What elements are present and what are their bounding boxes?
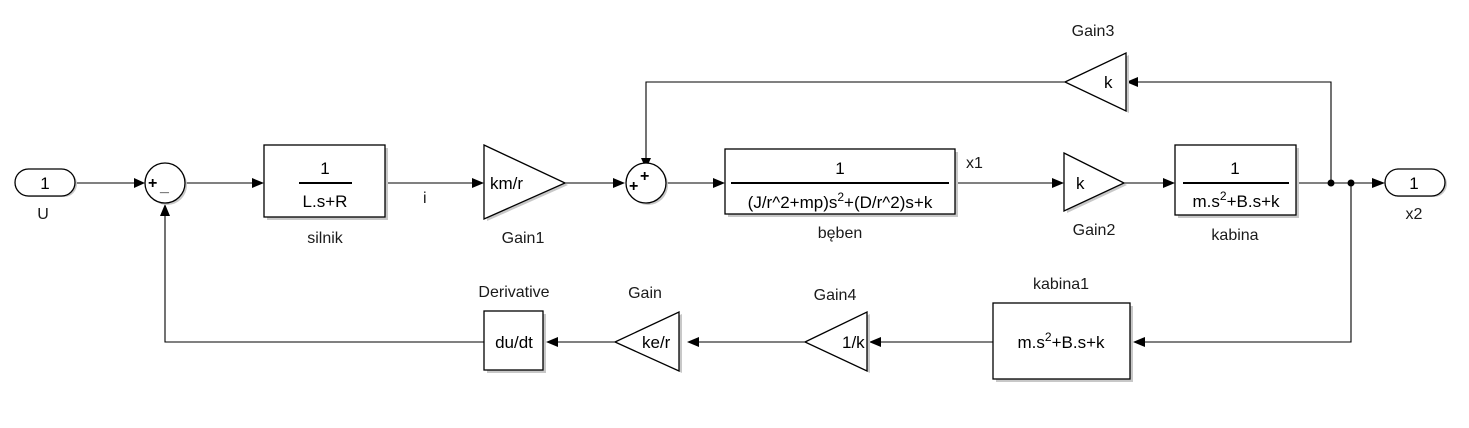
gain-block-gain[interactable]: ke/r Gain (613, 285, 682, 373)
kabina1-label: kabina1 (1033, 276, 1089, 293)
transfer-fcn-silnik[interactable]: 1 L.s+R silnik (263, 144, 388, 247)
signal-label-x1: x1 (966, 155, 983, 172)
sum2-sign-plus-top: + (640, 168, 649, 185)
beben-label: bęben (818, 225, 863, 242)
beben-denominator: (J/r^2+mp)s2+(D/r^2)s+k (748, 190, 933, 212)
arrowhead (1052, 178, 1064, 188)
kabina-label: kabina (1211, 227, 1258, 244)
derivative-block[interactable]: du/dt Derivative (478, 284, 550, 373)
silnik-numerator: 1 (320, 159, 329, 178)
wire-derivative-to-sum1[interactable] (164, 212, 484, 343)
kabina-numerator: 1 (1230, 159, 1239, 178)
branch-point (1327, 179, 1335, 187)
kabina-denominator: m.s2+B.s+k (1193, 189, 1280, 211)
arrowhead (252, 178, 264, 188)
sum2-sign-plus-left: + (629, 178, 638, 195)
inport-u-label: U (37, 206, 49, 223)
inport-u-number: 1 (40, 174, 49, 193)
arrowhead (1126, 77, 1138, 87)
beben-numerator: 1 (835, 159, 844, 178)
arrowhead (160, 204, 170, 216)
sum1-sign-plus: + (148, 175, 157, 192)
signal-lines (75, 77, 1385, 347)
outport-x2-number: 1 (1409, 174, 1418, 193)
transfer-fcn-kabina[interactable]: 1 m.s2+B.s+k kabina (1174, 144, 1299, 244)
arrowhead (134, 178, 145, 188)
arrowhead (869, 337, 881, 347)
derivative-label: Derivative (478, 284, 549, 301)
gain-label: Gain (628, 285, 662, 302)
gain-block-gain4[interactable]: 1/k Gain4 (803, 287, 870, 373)
inport-u[interactable]: 1 U (14, 168, 77, 223)
gain1-value: km/r (490, 174, 523, 193)
gain4-label: Gain4 (814, 287, 857, 304)
kabina1-expression: m.s2+B.s+k (1018, 330, 1105, 352)
gain3-value: k (1104, 73, 1113, 92)
silnik-label: silnik (307, 230, 344, 247)
gain-block-gain2[interactable]: k Gain2 (1063, 151, 1127, 239)
signal-label-i: i (423, 190, 427, 207)
arrowhead (546, 337, 558, 347)
arrowhead (472, 178, 484, 188)
outport-x2[interactable]: 1 x2 (1384, 168, 1447, 223)
gain1-label: Gain1 (502, 230, 545, 247)
arrowhead (1133, 337, 1145, 347)
transfer-fcn-beben[interactable]: 1 (J/r^2+mp)s2+(D/r^2)s+k bęben (724, 148, 958, 242)
gain2-value: k (1076, 174, 1085, 193)
gain3-label: Gain3 (1072, 23, 1115, 40)
sum-block-1[interactable]: + _ (144, 162, 187, 205)
silnik-denominator: L.s+R (303, 192, 348, 211)
wire-gain3-to-sum2[interactable] (645, 81, 1065, 162)
arrowhead (613, 178, 625, 188)
arrowhead (687, 337, 699, 347)
gain-value: ke/r (642, 333, 671, 352)
wire-branch-to-kabina1[interactable] (1140, 183, 1352, 343)
outport-x2-label: x2 (1406, 206, 1423, 223)
transfer-fcn-kabina1[interactable]: m.s2+B.s+k kabina1 (992, 276, 1133, 382)
branch-point (1347, 179, 1355, 187)
gain2-label: Gain2 (1073, 222, 1116, 239)
sum-block-2[interactable]: + + (625, 162, 668, 205)
derivative-value: du/dt (495, 333, 533, 352)
arrowhead (713, 178, 725, 188)
arrowhead (1372, 178, 1385, 188)
gain-block-gain1[interactable]: km/r Gain1 (483, 143, 568, 247)
gain-block-gain3[interactable]: k Gain3 (1063, 23, 1129, 113)
arrowhead (1163, 178, 1175, 188)
gain4-value: 1/k (842, 333, 865, 352)
sum1-sign-minus: _ (159, 178, 170, 195)
wire-branch-to-gain3[interactable] (1133, 81, 1332, 183)
